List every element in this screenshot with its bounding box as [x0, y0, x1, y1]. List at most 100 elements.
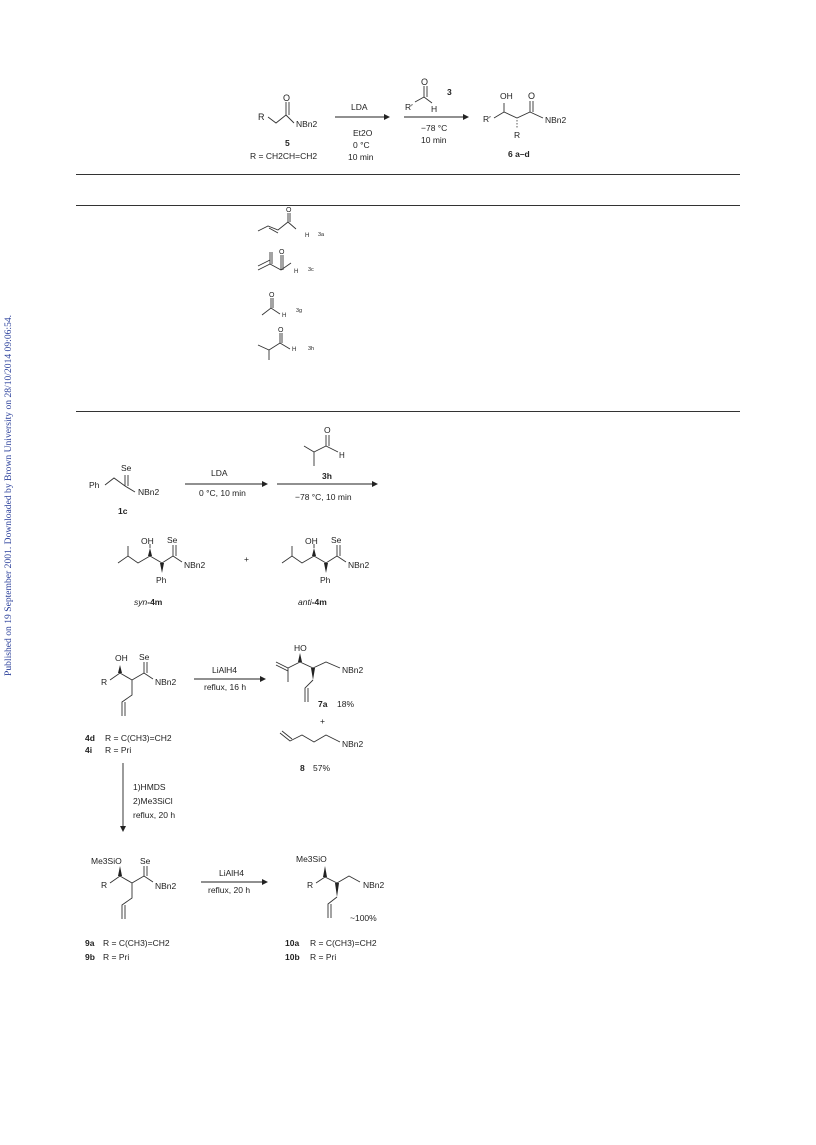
oh: OH	[141, 536, 154, 546]
aldehyde-number: 3	[447, 87, 452, 97]
h: H	[305, 233, 309, 239]
reagent: LDA	[351, 102, 368, 112]
conditions: 0 °C, 10 min	[199, 488, 246, 498]
group: NBn2	[342, 739, 364, 749]
label-9b: 9b	[85, 952, 95, 962]
scheme1-sm-r: R	[258, 112, 265, 122]
scheme3-silyl-ether-9: Me3SiO Se R NBn2 9a R = C(CH3)=CH2 9b R …	[85, 856, 177, 962]
se: Se	[140, 856, 151, 866]
label-3g: 3g	[296, 308, 302, 314]
se: Se	[121, 463, 132, 473]
label-anti-4m: anti-4m	[298, 597, 327, 607]
r-definition-9a: R = C(CH3)=CH2	[103, 938, 170, 948]
se: Se	[139, 652, 150, 662]
label-syn-4m: syn-4m	[134, 597, 163, 607]
h: H	[292, 347, 296, 353]
product-r: R	[514, 130, 520, 140]
o: O	[324, 425, 331, 435]
label-10a: 10a	[285, 938, 299, 948]
conditions: reflux, 16 h	[204, 682, 246, 692]
scheme3-product-8: NBn2 8 57%	[279, 730, 364, 773]
time: 10 min	[348, 152, 374, 162]
scheme1-sm-group: NBn2	[296, 119, 318, 129]
yield-10: ~100%	[350, 913, 377, 923]
r-definition-10b: R = Pri	[310, 952, 336, 962]
o: O	[269, 292, 275, 299]
plus-sign: +	[244, 554, 249, 564]
label-9a: 9a	[85, 938, 95, 948]
o: O	[278, 327, 284, 334]
label-4i: 4i	[85, 745, 92, 755]
table-bottom-rule	[76, 411, 740, 412]
step2: 2)Me3SiCl	[133, 796, 173, 806]
conditions: reflux, 20 h	[208, 885, 250, 895]
scheme2-product-syn-4m: OH Se Ph NBn2 syn-4m	[117, 535, 206, 607]
temperature: 0 °C	[353, 140, 370, 150]
scheme1-sm-number: 5	[285, 138, 290, 148]
conditions: −78 °C, 10 min	[295, 492, 352, 502]
o: O	[279, 249, 285, 256]
product-group: NBn2	[545, 115, 567, 125]
scheme1-sm-r-definition: R = CH2CH=CH2	[250, 151, 317, 161]
group: NBn2	[138, 487, 160, 497]
scheme1-arrow2: −78 °C 10 min	[404, 114, 469, 145]
scheme1-aldehyde: O R′ H 3	[405, 77, 452, 114]
yield-8: 57%	[313, 763, 330, 773]
r-definition-10a: R = C(CH3)=CH2	[310, 938, 377, 948]
r-definition-4d: R = C(CH3)=CH2	[105, 733, 172, 743]
scheme2-product-anti-4m: OH Se Ph NBn2 anti-4m	[281, 535, 370, 607]
carbonyl-o: O	[283, 93, 290, 103]
group: NBn2	[155, 677, 177, 687]
scheme3-arrow2: LiAlH4 reflux, 20 h	[201, 868, 268, 895]
table-top-rule	[76, 174, 740, 175]
solvent: Et2O	[353, 128, 373, 138]
label-3h: 3h	[308, 346, 314, 352]
label-8: 8	[300, 763, 305, 773]
scheme2-aldehyde-3h: O H 3h	[303, 425, 345, 481]
hydroxyl: OH	[500, 91, 513, 101]
label-7a: 7a	[318, 699, 328, 709]
scheme3-down-arrow: 1)HMDS 2)Me3SiCl reflux, 20 h	[120, 763, 175, 832]
scheme3-product-10: Me3SiO R NBn2 ~100% 10a R = C(CH3)=CH2 1…	[285, 854, 385, 962]
r: R	[101, 880, 107, 890]
h: H	[282, 313, 286, 319]
table-structure-3h: O H 3h	[257, 327, 314, 360]
group: NBn2	[342, 665, 364, 675]
trimethylsilyloxy: Me3SiO	[296, 854, 327, 864]
carbonyl-o: O	[528, 91, 535, 101]
label-1c: 1c	[118, 506, 128, 516]
oh: OH	[305, 536, 318, 546]
r-definition-4i: R = Pri	[105, 745, 131, 755]
aldehyde-o: O	[421, 77, 428, 87]
scheme2-arrow2: −78 °C, 10 min	[277, 481, 378, 502]
aldehyde-r: R′	[405, 102, 413, 112]
time: 10 min	[421, 135, 447, 145]
scheme1-product: OH O R′ R NBn2 6 a–d	[483, 91, 567, 159]
ph: Ph	[320, 575, 331, 585]
label-3h: 3h	[322, 471, 332, 481]
ph: Ph	[89, 480, 100, 490]
label-3c: 3c	[308, 267, 314, 273]
group: NBn2	[155, 881, 177, 891]
se: Se	[167, 535, 178, 545]
yield-7a: 18%	[337, 699, 354, 709]
oh: OH	[115, 653, 128, 663]
ph: Ph	[156, 575, 167, 585]
trimethylsilyloxy: Me3SiO	[91, 856, 122, 866]
h: H	[294, 269, 298, 275]
step1: 1)HMDS	[133, 782, 166, 792]
se: Se	[331, 535, 342, 545]
r: R	[307, 880, 313, 890]
temperature: −78 °C	[421, 123, 447, 133]
reagent: LDA	[211, 468, 228, 478]
r-definition-9b: R = Pri	[103, 952, 129, 962]
scheme1-arrow1: LDA Et2O 0 °C 10 min	[335, 102, 390, 162]
plus-sign: +	[320, 716, 325, 726]
group: NBn2	[348, 560, 370, 570]
reagent: LiAlH4	[219, 868, 244, 878]
scheme3-starting-selenoamide: OH Se R NBn2 4d R = C(CH3)=CH2 4i R = Pr…	[85, 652, 177, 755]
group: NBn2	[184, 560, 206, 570]
table-structure-3c: O H 3c	[257, 249, 314, 275]
scheme3-arrow1: LiAlH4 reflux, 16 h	[194, 665, 266, 692]
